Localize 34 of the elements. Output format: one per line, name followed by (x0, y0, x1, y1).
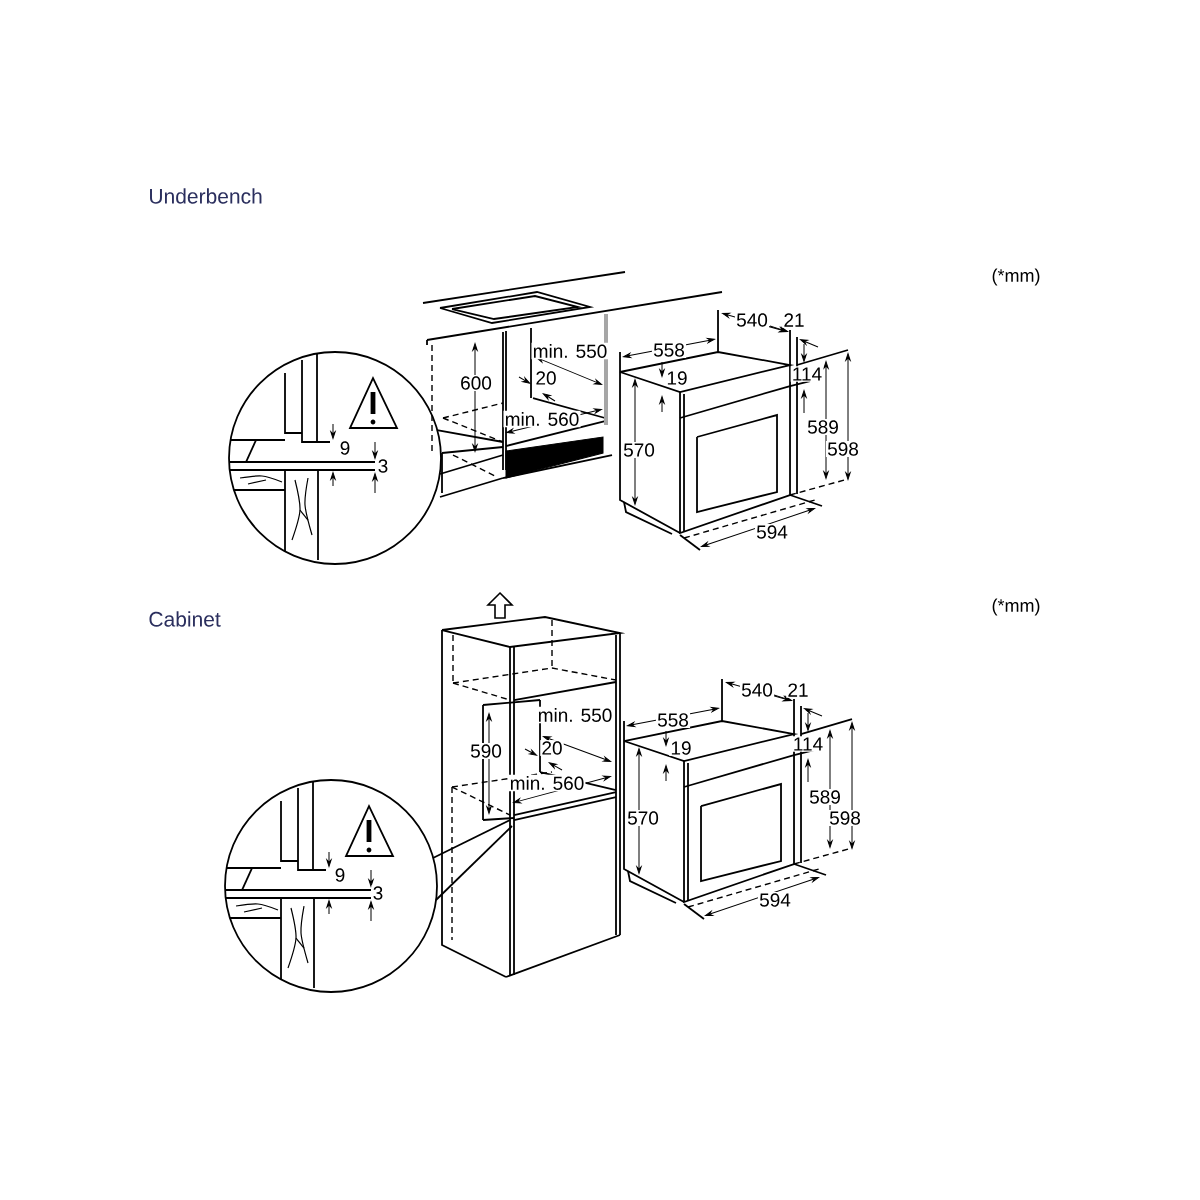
dimension-label: min. 550 (536, 706, 614, 724)
dimension-label: min. 560 (508, 774, 586, 792)
dimension-label: 3 (376, 458, 390, 474)
dimension-label: 570 (625, 810, 661, 826)
dimension-label: 598 (827, 810, 863, 826)
dimension-label: 3 (371, 885, 385, 901)
dimension-label: min. 550 (531, 342, 609, 360)
dimension-label: 598 (825, 441, 861, 457)
dimension-label: 600 (458, 375, 494, 391)
dimension-label: 558 (651, 342, 687, 358)
dimension-label: 589 (807, 789, 843, 805)
dimension-label: 570 (621, 442, 657, 458)
dimension-label: 540 (739, 682, 775, 698)
dimension-label: 594 (757, 892, 793, 908)
dimension-label: 558 (655, 712, 691, 728)
unit-note: (*mm) (992, 598, 1040, 616)
section-heading: Underbench (150, 188, 262, 204)
dimension-label: 20 (540, 740, 564, 756)
dimension-label: 594 (754, 524, 790, 540)
section-heading: Cabinet (149, 611, 221, 627)
dimension-label: 540 (734, 312, 770, 328)
dimension-label: 9 (333, 867, 347, 883)
dimension-label: 9 (338, 440, 352, 456)
dimension-label: 21 (782, 312, 806, 328)
dimension-label: min. 560 (503, 410, 581, 428)
dimension-label: 20 (534, 370, 558, 386)
dimension-label: 19 (665, 370, 689, 386)
dimension-label: 19 (669, 740, 693, 756)
dimension-label: 590 (468, 743, 504, 759)
unit-note: (*mm) (992, 268, 1040, 286)
dimension-label: 114 (790, 366, 824, 382)
dimension-label: 114 (791, 736, 825, 752)
dimension-label: 589 (805, 419, 841, 435)
dimension-label: 21 (786, 682, 810, 698)
